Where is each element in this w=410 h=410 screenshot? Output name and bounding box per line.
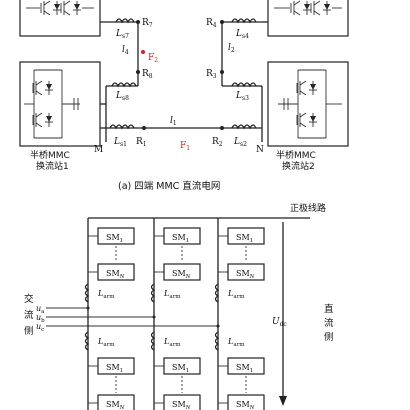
converter-station-4-box — [267, 0, 349, 37]
phase-c-label: uc — [36, 322, 44, 333]
label-r4: R4 — [206, 18, 217, 29]
phase-a-label: ua — [36, 304, 45, 315]
label-ls8: Ls8 — [115, 91, 129, 102]
label-r8: R8 — [142, 69, 153, 80]
label-l2: l2 — [228, 43, 235, 54]
label-f1: F1 — [180, 141, 190, 152]
station1-label-line1: 半桥MMC — [30, 149, 70, 161]
sm-c-lower-n: SMN — [236, 400, 255, 410]
sm-a-upper-n: SMN — [106, 269, 125, 280]
phase-b-label: ub — [36, 313, 45, 324]
sm-b-upper-1: SM1 — [172, 233, 189, 244]
phase-leg-c — [214, 217, 265, 410]
station1-label-line2: 换流站1 — [36, 160, 69, 172]
sm-c-upper-1: SM1 — [236, 233, 253, 244]
sm-b-lower-n: SMN — [172, 400, 191, 410]
dc-side-char-2: 流 — [324, 317, 334, 329]
phase-leg-b — [150, 217, 201, 410]
label-r3: R3 — [206, 69, 217, 80]
larm-a-upper: Larm — [97, 289, 115, 300]
label-ls4: Ls4 — [235, 29, 249, 40]
inductor-ls3 — [231, 82, 257, 88]
ac-side-char-2: 流 — [24, 309, 34, 321]
larm-c-upper: Larm — [227, 289, 245, 300]
label-f2: F2 — [148, 53, 158, 64]
sm-a-upper-1: SM1 — [106, 233, 123, 244]
label-node-m: M — [94, 145, 103, 155]
converter-station-2-box — [267, 61, 349, 147]
inductor-ls4 — [231, 18, 257, 24]
udc-label: Udc — [272, 317, 287, 328]
sm-b-lower-1: SM1 — [172, 363, 189, 374]
inductor-ls1 — [109, 124, 135, 130]
figure-caption-a: (a) 四端 MMC 直流电网 — [118, 180, 220, 192]
label-ls2: Ls2 — [233, 137, 247, 148]
larm-a-lower: Larm — [97, 337, 115, 348]
sm-c-upper-n: SMN — [236, 269, 255, 280]
label-r2: R2 — [212, 137, 223, 148]
station2-label-line1: 半桥MMC — [276, 149, 316, 161]
phase-leg-a — [84, 218, 135, 410]
larm-b-lower: Larm — [163, 337, 181, 348]
sm-c-lower-1: SM1 — [236, 363, 253, 374]
larm-c-lower: Larm — [227, 337, 245, 348]
label-ls7: Ls7 — [115, 29, 129, 40]
node-r1 — [142, 126, 146, 130]
station2-label-line2: 换流站2 — [282, 160, 315, 172]
label-l4: l4 — [122, 45, 129, 56]
converter-station-3-box — [19, 0, 101, 37]
positive-line-label: 正极线路 — [290, 202, 326, 214]
ac-side-char-3: 侧 — [24, 325, 34, 337]
node-r2 — [220, 126, 224, 130]
label-r7: R7 — [142, 18, 153, 29]
label-node-n: N — [256, 145, 264, 155]
larm-b-upper: Larm — [163, 289, 181, 300]
dc-side-char-3: 侧 — [324, 331, 334, 343]
label-ls3: Ls3 — [235, 91, 249, 102]
sm-a-lower-1: SM1 — [106, 363, 123, 374]
top-dc-grid-diagram: Ls7 R7 l4 F2 R8 Ls8 R4 Ls4 l2 R3 Ls3 l1 … — [19, 0, 349, 192]
label-r1: R1 — [136, 137, 147, 148]
sm-a-lower-n: SMN — [106, 400, 125, 410]
sm-b-upper-n: SMN — [172, 269, 191, 280]
inductor-ls2 — [231, 124, 257, 130]
label-l1: l1 — [170, 116, 177, 127]
converter-station-1-box — [19, 61, 106, 147]
fault-point-f2 — [141, 50, 145, 54]
inductor-ls8 — [111, 82, 137, 88]
dc-side-char-1: 直 — [324, 303, 334, 315]
mmc-topology-diagram: 正极线路 Udc 直 流 侧 交 流 侧 ua ub uc — [24, 202, 334, 410]
label-ls1: Ls1 — [113, 137, 127, 148]
ac-side-char-1: 交 — [24, 293, 34, 305]
inductor-ls7 — [115, 18, 135, 24]
